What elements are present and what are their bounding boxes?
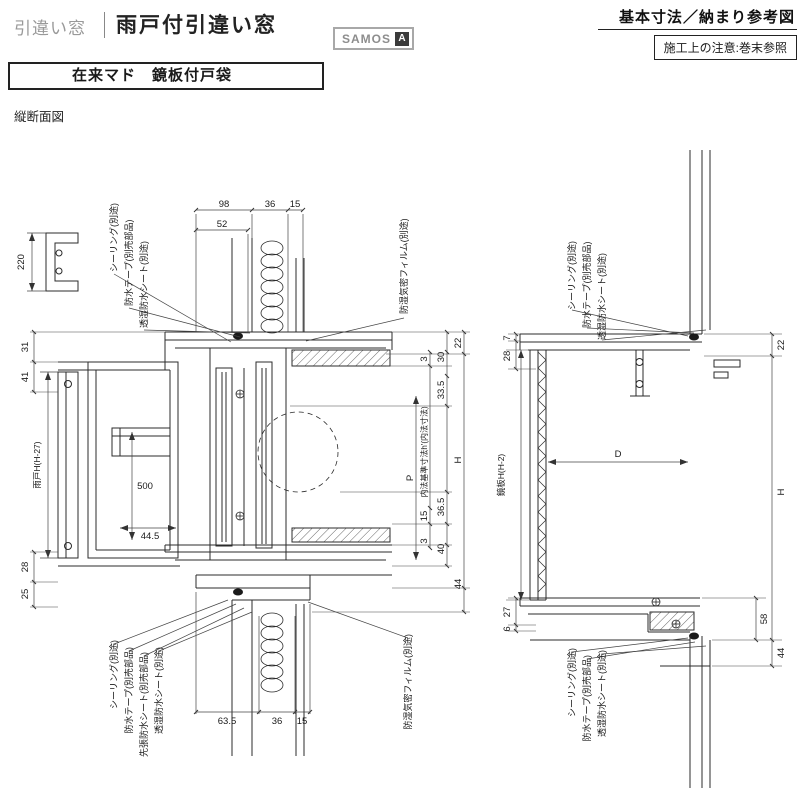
left-section-structure: [45, 232, 393, 756]
dimension-lines: [27, 207, 782, 715]
callout-sealing-bottom-left: シーリング(別途): [108, 640, 119, 709]
section-view-label: 縦断面図: [14, 110, 65, 124]
dim-31: 31: [20, 342, 31, 353]
sealing-bead-sill: [233, 588, 243, 596]
screw-symbol: [651, 597, 661, 607]
dim-h: H: [453, 456, 464, 463]
dim-36-top: 36: [265, 199, 276, 210]
dim-inner-height-label: 内法基準寸法h'(内法寸法): [419, 406, 429, 498]
dim-h-right: H: [776, 488, 787, 495]
dim-27: 27: [502, 607, 513, 618]
shutter-pocket: [87, 361, 179, 559]
dim-33-5: 33.5: [436, 381, 447, 400]
callout-breathable-sheet-bottom-right: 透湿防水シート(別途): [596, 650, 607, 737]
reference-title-rule: [598, 29, 797, 30]
sliding-sashes: [209, 348, 287, 560]
insulation-coil-lower: [260, 612, 284, 693]
samos-badge-text: SAMOS: [342, 31, 392, 46]
screw-symbol: [235, 389, 245, 399]
wood-hatch-head: [291, 349, 391, 367]
handle-phantom-circle: [257, 411, 339, 493]
samos-grade-mark: A: [395, 31, 410, 46]
dim-p: P: [405, 475, 416, 481]
dim-28-left: 28: [20, 562, 31, 573]
dim-7: 7: [502, 335, 513, 340]
dim-30-right: 30: [436, 352, 447, 363]
title-divider: [104, 12, 105, 38]
head-frame-right: [519, 333, 741, 397]
callout-waterproof-tape-top-right: 防水テープ(別売部品): [581, 242, 592, 328]
dim-amado-height: 雨戸H(H-27): [32, 441, 42, 488]
callout-breathable-sheet-top-left: 透湿防水シート(別途): [138, 241, 149, 328]
screw-symbol: [235, 511, 245, 521]
wood-hatch-sill: [291, 527, 391, 543]
dim-22-right-top: 22: [776, 340, 787, 351]
reference-title: 基本寸法／納まり参考図: [618, 9, 795, 26]
screw-symbol: [671, 619, 681, 629]
dim-58: 58: [759, 614, 770, 625]
callout-waterproof-tape-bottom-left: 防水テープ(別売部品): [123, 647, 134, 733]
upper-wall: [231, 238, 305, 332]
wood-hatch-sill-right: [649, 611, 695, 631]
dim-44-right-bottom: 44: [776, 648, 787, 659]
sealing-bead-head-right: [689, 333, 699, 341]
sill-frame-right: [519, 597, 710, 667]
dim-220: 220: [16, 254, 27, 270]
sealing-bead-sill-right: [689, 632, 699, 640]
sealing-bead-head: [233, 332, 243, 340]
dim-36-bottom: 36: [272, 716, 283, 727]
callout-sealing-bottom-right: シーリング(別途): [566, 648, 577, 717]
dim-44-right: 44: [453, 579, 464, 590]
callout-sealing-top-left: シーリング(別途): [108, 203, 119, 272]
dim-d: D: [615, 449, 622, 460]
dim-kagami-height: 鏡板H(H-2): [496, 454, 506, 497]
storm-shutter: [57, 371, 79, 559]
callout-vapor-film-top-left: 防湿気密フィルム(別途): [398, 218, 409, 314]
construction-note: 施工上の注意:巻末参照: [653, 35, 797, 60]
callout-waterproof-tape-top-left: 防水テープ(別売部品): [123, 220, 134, 306]
dim-500: 500: [137, 481, 153, 492]
dim-15-bottom: 15: [297, 716, 308, 727]
dim-15-mid: 15: [419, 511, 430, 522]
shutter-rail-bracket-detail: [45, 232, 79, 292]
upper-wall-right: [689, 150, 711, 334]
dim-6: 6: [502, 626, 513, 631]
dim-44-5: 44.5: [141, 531, 160, 542]
lower-wall-right: [689, 636, 711, 788]
dim-63-5: 63.5: [218, 716, 237, 727]
window-category-label: 引違い窓: [14, 19, 86, 38]
dim-28-right-top: 28: [502, 351, 513, 362]
lower-wall: [231, 600, 305, 756]
callout-sealing-top-right: シーリング(別途): [566, 241, 577, 310]
samos-badge: SAMOS A: [333, 27, 415, 50]
page-title: 雨戸付引違い窓: [116, 14, 277, 37]
callout-pre-applied-sheet-bottom-left: 先張防水シート(別売部品): [138, 652, 149, 757]
subtype-label: 在来マド 鏡板付戸袋: [8, 62, 324, 90]
callout-vapor-film-bottom-left: 防湿気密フィルム(別途): [402, 634, 413, 730]
dim-3-upper: 3: [419, 356, 430, 361]
callout-breathable-sheet-bottom-left: 透湿防水シート(別途): [153, 647, 164, 734]
dim-41: 41: [20, 372, 31, 383]
insulation-coil-upper: [260, 240, 284, 334]
callout-waterproof-tape-bottom-right: 防水テープ(別売部品): [581, 655, 592, 741]
sill-frame: [58, 544, 392, 601]
dim-40: 40: [436, 544, 447, 555]
dim-25-left: 25: [20, 589, 31, 600]
pocket-panel-board: [529, 349, 547, 601]
drawing-labels: シーリング(別途) 防水テープ(別売部品) 透湿防水シート(別途) 防湿気密フィ…: [16, 199, 787, 757]
right-section-structure: [519, 150, 741, 788]
dim-15-top: 15: [290, 199, 301, 210]
dim-52: 52: [217, 219, 228, 230]
dim-98: 98: [219, 199, 230, 210]
dim-22-right: 22: [453, 338, 464, 349]
dim-36-5: 36.5: [436, 498, 447, 517]
dim-3-lower: 3: [419, 538, 430, 543]
callout-breathable-sheet-top-right: 透湿防水シート(別途): [596, 253, 607, 340]
